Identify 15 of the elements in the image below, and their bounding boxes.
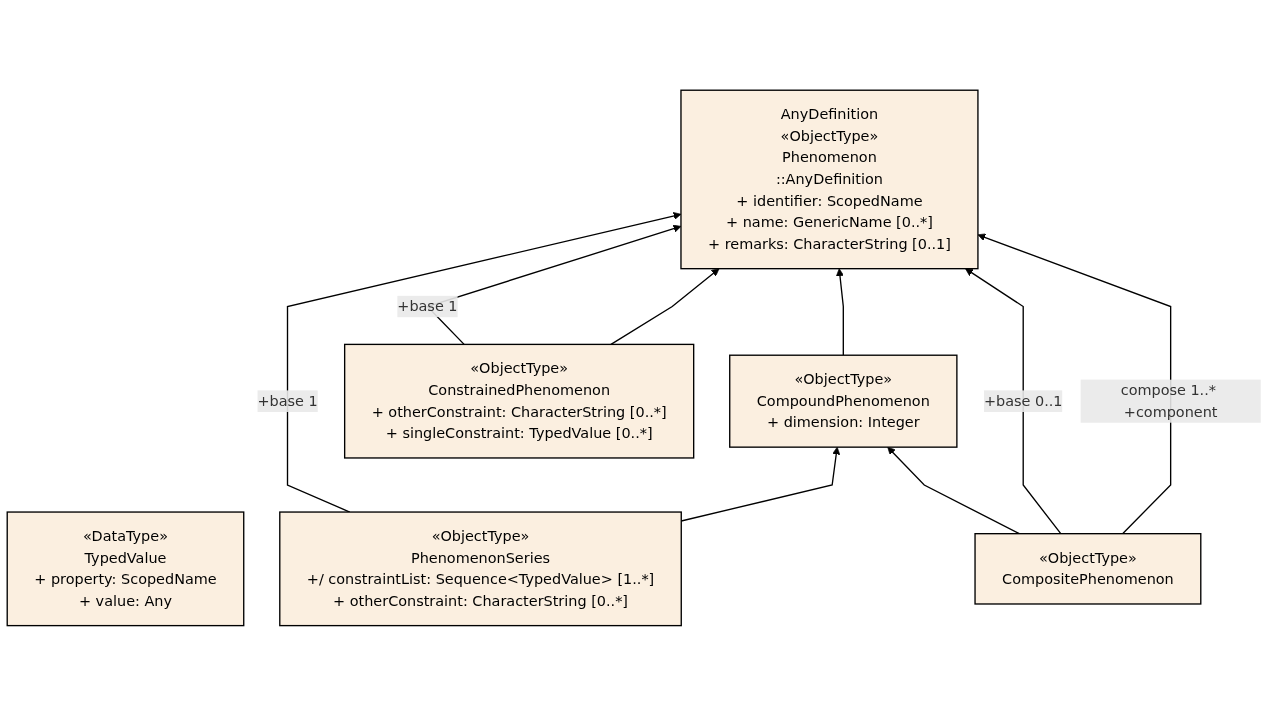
arrow (836, 268, 844, 356)
edge-label: +base 0..1 (983, 392, 1063, 410)
edge-label: +base 1 (257, 392, 318, 410)
node-box: «ObjectType» CompoundPhenomenon + dimension: Integer (729, 354, 958, 448)
edge-label: +base 1 (397, 297, 458, 315)
node-box: «ObjectType» PhenomenonSeries +/ constraintList: Sequence<TypedValue> [1..*] + otherConstraint: CharacterString [0..*] (279, 511, 682, 627)
node-box: «ObjectType» CompositePhenomenon (974, 533, 1202, 605)
arrow (977, 233, 1172, 535)
edge-label: compose 1..* +component (1120, 381, 1218, 421)
node-box: AnyDefinition «ObjectType» Phenomenon ::AnyDefinition + identifier: ScopedName + name: GenericName [0..*] + remarks: CharacterString [0..1] (680, 89, 979, 270)
arrow (887, 446, 1020, 535)
arrow (965, 268, 1062, 535)
node-box: «DataType» TypedValue + property: ScopedName + value: Any (6, 511, 245, 627)
node-box: «ObjectType» ConstrainedPhenomenon + otherConstraint: CharacterString [0..*] + singleConstraint: TypedValue [0..*] (344, 343, 695, 459)
arrow (610, 268, 720, 346)
